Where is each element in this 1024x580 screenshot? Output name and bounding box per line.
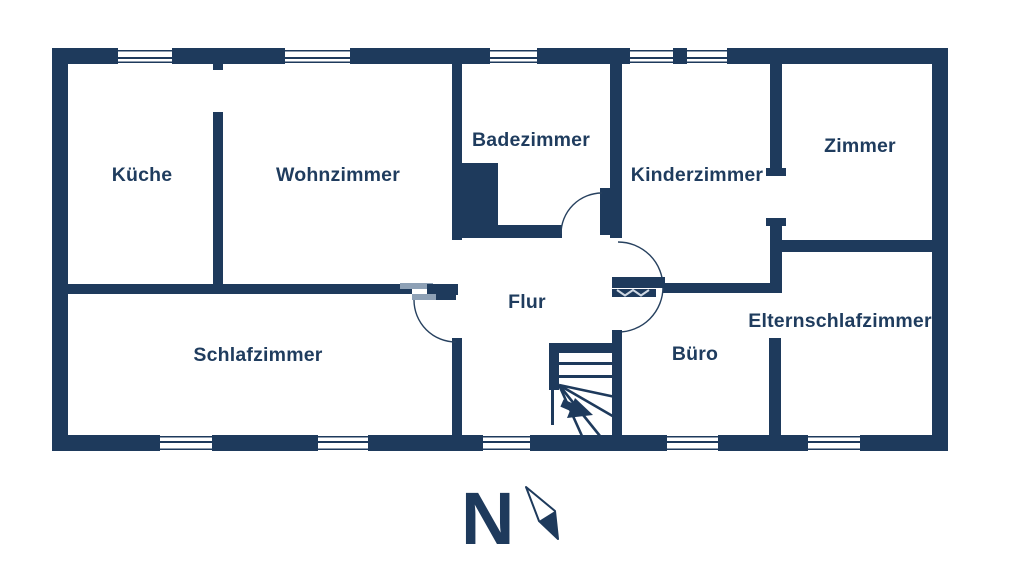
door-leaf: [612, 277, 665, 288]
compass-north-letter: N: [461, 477, 514, 560]
door-swing-arc: [413, 299, 457, 343]
room-labels: Küche Wohnzimmer Badezimmer Kinderzimmer…: [112, 129, 932, 366]
compass-needle-icon: [525, 486, 559, 540]
door-swing-arc: [560, 192, 603, 235]
window: [285, 50, 350, 63]
door-leaf: [427, 284, 458, 295]
wall-segment: [718, 435, 808, 451]
window: [667, 436, 718, 450]
wall-segment: [52, 48, 68, 451]
room-label-kinderzimmer: Kinderzimmer: [631, 164, 764, 186]
wall-segment: [52, 435, 160, 451]
stair-wall: [549, 343, 559, 390]
room-label-badezimmer: Badezimmer: [472, 129, 590, 151]
stair-tread: [559, 362, 612, 365]
wall-segment: [778, 240, 933, 252]
stairs: [549, 330, 622, 437]
wall-segment: [172, 48, 285, 64]
room-label-wohnzimmer: Wohnzimmer: [276, 164, 400, 186]
wall-segment: [769, 338, 781, 437]
interior-walls: [62, 64, 933, 437]
window: [118, 50, 172, 63]
window: [687, 50, 727, 63]
windows-bottom: [160, 436, 860, 450]
door-leaf: [436, 293, 456, 300]
wall-segment: [452, 64, 462, 240]
wall-segment: [537, 48, 630, 64]
room-label-kueche: Küche: [112, 164, 173, 186]
wall-segment: [212, 435, 318, 451]
wall-segment: [52, 48, 118, 64]
door-leaf: [400, 283, 433, 289]
wall-segment: [673, 48, 687, 64]
stair-tread: [558, 383, 621, 400]
wall-segment: [368, 435, 483, 451]
window: [160, 436, 212, 450]
wall-segment: [452, 225, 562, 238]
room-label-buero: Büro: [672, 343, 718, 365]
stair-tread: [558, 383, 617, 420]
wall-segment: [213, 64, 223, 70]
wall-segment: [766, 218, 786, 226]
window: [630, 50, 673, 63]
door-leaf: [412, 294, 438, 300]
door-leaf-hatch: [616, 288, 650, 297]
stair-wall: [551, 390, 554, 425]
wall-segment: [213, 112, 223, 284]
door-leaf: [600, 188, 610, 235]
shaft-block: [462, 163, 498, 227]
windows-top: [118, 50, 727, 63]
window: [483, 436, 530, 450]
stair-wall: [612, 330, 622, 437]
wall-segment: [770, 226, 782, 293]
window: [490, 50, 537, 63]
window: [318, 436, 368, 450]
room-label-flur: Flur: [508, 291, 546, 313]
wall-segment: [770, 64, 782, 168]
room-label-schlafzimmer: Schlafzimmer: [193, 344, 322, 366]
window: [808, 436, 860, 450]
wall-segment: [610, 64, 622, 238]
door-swing-arc: [617, 286, 664, 333]
stair-tread: [559, 375, 612, 378]
wall-segment: [766, 168, 786, 176]
wall-segment: [530, 435, 667, 451]
stair-wall: [549, 343, 622, 353]
exterior-walls: [52, 48, 948, 451]
room-label-zimmer: Zimmer: [824, 135, 896, 157]
doors: [400, 188, 665, 343]
wall-segment: [663, 283, 778, 293]
wall-segment: [932, 48, 948, 451]
door-leaf: [612, 289, 656, 297]
wall-segment: [350, 48, 490, 64]
room-label-elternschlafzimmer: Elternschlafzimmer: [748, 310, 932, 332]
wall-segment: [452, 338, 462, 437]
compass: N: [461, 477, 559, 560]
stair-direction-arrow-icon: [560, 398, 593, 418]
wall-segment: [860, 435, 948, 451]
wall-segment: [727, 48, 948, 64]
wall-segment: [62, 284, 412, 294]
